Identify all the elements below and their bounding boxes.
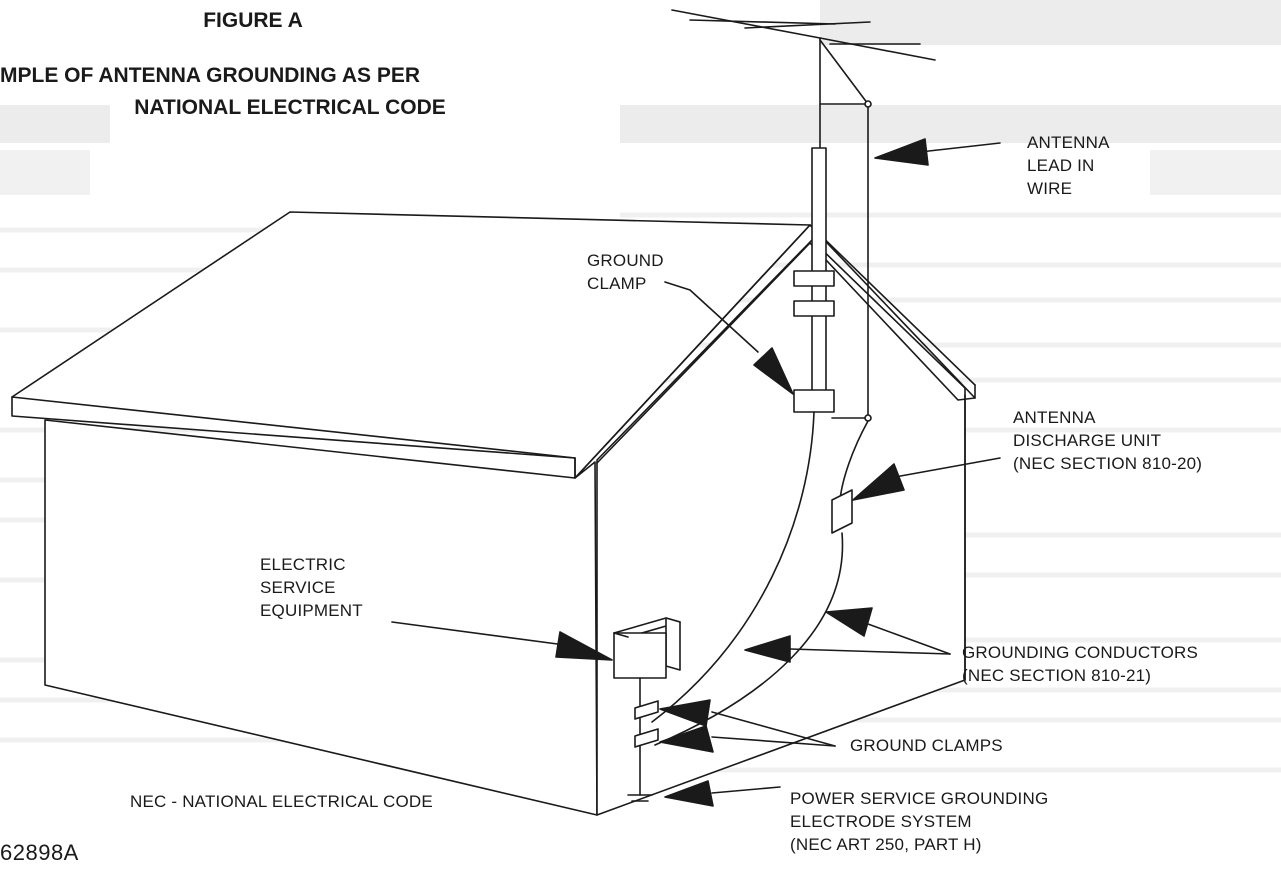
arrow-lead-in (875, 139, 928, 165)
label-electric-service-equipment: ELECTRIC SERVICE EQUIPMENT (260, 553, 363, 622)
label-antenna-lead-in-wire: ANTENNA LEAD IN WIRE (1027, 131, 1110, 200)
ground-clamp-mast (794, 390, 834, 412)
mast-bracket-2 (794, 301, 834, 316)
mast-bracket-1 (794, 271, 834, 286)
figure-code: 62898A (0, 840, 79, 866)
antenna (672, 10, 935, 148)
label-nec-legend: NEC - NATIONAL ELECTRICAL CODE (130, 790, 433, 813)
figure-title: FIGURE A (178, 5, 328, 37)
label-power-service-grounding: POWER SERVICE GROUNDING ELECTRODE SYSTEM… (790, 787, 1048, 856)
label-ground-clamps: GROUND CLAMPS (850, 734, 1003, 757)
figure-subtitle-line-2: NATIONAL ELECTRICAL CODE (40, 92, 540, 124)
label-ground-clamp: GROUND CLAMP (587, 249, 664, 295)
label-grounding-conductors: GROUNDING CONDUCTORS (NEC SECTION 810-21… (962, 641, 1198, 687)
label-antenna-discharge-unit: ANTENNA DISCHARGE UNIT (NEC SECTION 810-… (1013, 406, 1202, 475)
figure-subtitle-line-1: MPLE OF ANTENNA GROUNDING AS PER (0, 60, 596, 92)
